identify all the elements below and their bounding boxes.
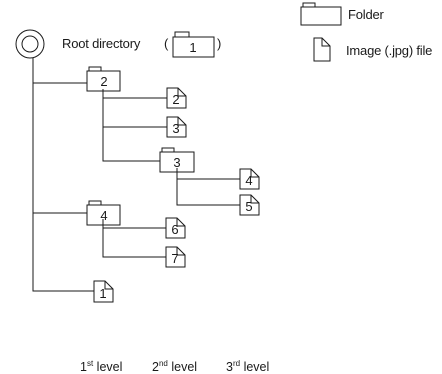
file-icon [165,246,186,268]
level-number: 1 [80,360,87,374]
legend-folder-label: Folder [348,7,384,22]
level-number: 3 [226,360,233,374]
file-icon [166,116,187,138]
folder-number: 3 [173,155,180,170]
level-label-3: 3rd level [226,360,269,374]
file-icon [166,87,187,109]
level-suffix: nd [158,359,168,368]
file-icon [93,280,114,303]
file-icon [165,217,186,239]
open-paren: ( [164,36,169,51]
file-number: 3 [172,121,179,136]
folder-icon [159,147,195,173]
file-number: 5 [245,199,252,214]
root-folder-number: 1 [189,40,196,55]
level-suffix: st [86,359,94,368]
file-number: 7 [171,251,178,266]
file-number: 2 [172,92,179,107]
legend-file-label: Image (.jpg) file [346,43,433,58]
folder-icon [86,66,121,92]
file-number: 4 [245,173,252,188]
file-number: 1 [99,286,106,301]
folder-icon [86,200,121,226]
root-disc-icon [15,29,45,59]
file-icon [239,168,260,190]
legend-file-icon [313,37,331,62]
level-word: level [96,360,123,374]
file-number: 6 [171,222,178,237]
folder-number: 4 [100,208,107,223]
root-directory-label: Root directory [62,36,141,51]
level-label-1: 1st level [80,360,122,374]
level-word: level [171,360,198,374]
level-suffix: rd [232,359,241,368]
file-icon [239,194,260,216]
close-paren: ) [217,36,222,51]
level-word: level [243,360,270,374]
folder-number: 2 [100,74,107,89]
tree-connectors [32,58,240,292]
root-folder-icon [172,31,215,58]
level-label-2: 2nd level [152,360,197,374]
legend-folder-icon [300,2,342,26]
level-number: 2 [152,360,159,374]
